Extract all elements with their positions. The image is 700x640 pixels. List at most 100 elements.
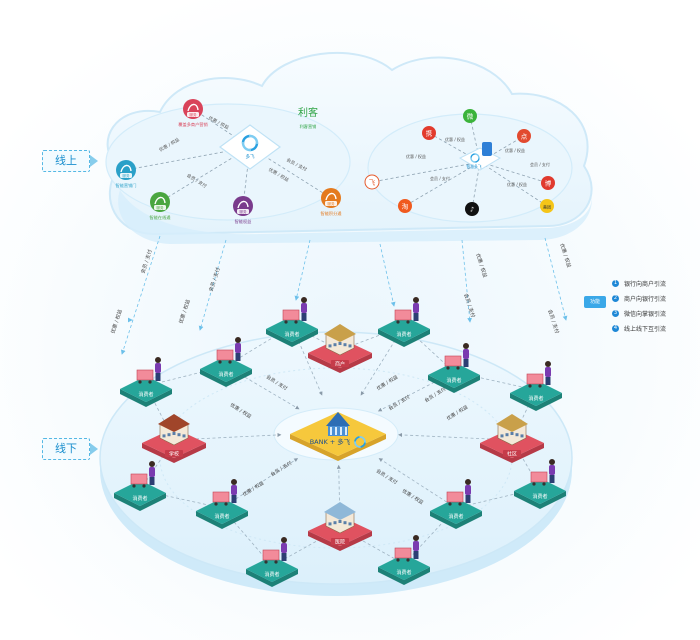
label-bg <box>331 538 349 545</box>
badge-bg <box>154 205 166 210</box>
consumer-node[interactable]: 消费者 <box>120 357 172 407</box>
platform-taobao[interactable]: 淘 <box>398 199 412 213</box>
tile-side <box>196 511 248 529</box>
cart-wheel <box>224 502 228 506</box>
consumer-node[interactable]: 消费者 <box>430 479 482 529</box>
platform-weibo[interactable]: 博 <box>541 176 555 190</box>
tile-side <box>480 443 544 463</box>
weibo-icon <box>541 176 555 190</box>
shopping-cart-icon <box>282 309 300 321</box>
consumer-node[interactable]: 消费者 <box>514 459 566 509</box>
window-icon <box>520 434 524 438</box>
offline-spoke-edge <box>221 458 299 509</box>
shopping-cart-icon <box>130 473 148 485</box>
brand-label: 利客 <box>298 106 318 119</box>
legend-bullet-icon: 4 <box>612 324 619 332</box>
venue-school[interactable]: 学校 <box>142 414 206 463</box>
dianping-glyph: 点 <box>521 133 528 141</box>
consumer-node[interactable]: 消费者 <box>378 297 430 347</box>
roof-icon <box>496 414 528 432</box>
venue-label: 社区 <box>507 451 517 458</box>
person-head-icon <box>413 297 419 303</box>
venue-label: 学校 <box>169 451 179 458</box>
cart-wheel <box>138 380 142 384</box>
cart-wheel <box>214 502 218 506</box>
consumer-label: 消费者 <box>214 513 229 520</box>
bank-center-node[interactable]: BANK + 多飞 <box>290 412 386 461</box>
shopping-cart-icon <box>446 491 464 503</box>
shopping-cart-icon <box>530 471 548 483</box>
service-badge: 服务 <box>327 201 335 206</box>
hub-label: 智慧多飞 <box>466 164 481 169</box>
tile-side <box>266 329 318 347</box>
venue-community[interactable]: 社区 <box>480 414 544 463</box>
legend-bullet-icon: 3 <box>612 309 619 317</box>
tile-side <box>120 389 172 407</box>
service-glyph-icon <box>325 192 337 201</box>
tile-top <box>120 376 172 402</box>
bank-column <box>335 427 337 435</box>
person-body-icon <box>155 363 161 373</box>
person-body-icon <box>231 485 237 495</box>
platform-ctrip[interactable]: 携 <box>422 126 436 140</box>
cart-wheel <box>458 502 462 506</box>
window-icon <box>172 432 176 435</box>
online-left-cluster: 多飞服务覆盖多商户营销服务智能营销门服务智能在线通服务智能权益服务智能积分通利客… <box>116 99 343 225</box>
consumer-node[interactable]: 消费者 <box>200 337 252 387</box>
platform-wechat[interactable]: 微 <box>463 109 477 123</box>
doufei-logo-icon <box>470 153 480 163</box>
window-icon <box>338 520 342 523</box>
online-left-hub[interactable]: 多飞 <box>218 124 282 170</box>
online-right-hub[interactable]: 智慧多飞 <box>458 142 502 171</box>
online-edge <box>404 161 481 207</box>
legend-label: 银行向商户引流 <box>624 280 667 288</box>
consumer-node[interactable]: 消费者 <box>246 537 298 587</box>
cross-flow-line <box>294 239 311 301</box>
person-body-icon <box>301 303 307 313</box>
cross-flow-line <box>461 239 473 323</box>
service-label: 覆盖多商户营销 <box>178 121 207 128</box>
consumer-node[interactable]: 消费者 <box>378 535 430 585</box>
person-legs-icon <box>465 495 471 503</box>
consumer-node[interactable]: 消费者 <box>428 343 480 393</box>
offline-spoke-edge <box>336 464 341 529</box>
shopping-cart-icon <box>136 369 154 381</box>
platform-feizhu[interactable]: 飞 <box>364 174 380 190</box>
window-icon <box>500 434 504 438</box>
platform-tiktok[interactable]: ♪ <box>465 202 479 216</box>
tile-side <box>246 569 298 587</box>
cart-wheel <box>218 360 222 364</box>
consumer-node[interactable]: 消费者 <box>114 461 166 511</box>
person-legs-icon <box>463 359 469 367</box>
doufei-arc <box>474 153 480 159</box>
consumer-node[interactable]: 消费者 <box>266 297 318 347</box>
badge-bg <box>237 209 249 214</box>
online-section-label: 线上 <box>55 154 77 167</box>
shopping-cart-icon <box>394 309 412 321</box>
platform-dianping[interactable]: 点 <box>517 129 531 143</box>
consumer-node[interactable]: 消费者 <box>510 361 562 411</box>
venue-merchant[interactable]: 商户 <box>308 324 372 373</box>
consumer-node[interactable]: 消费者 <box>196 479 248 529</box>
person-head-icon <box>281 537 287 543</box>
platform-meituan[interactable]: 美团 <box>540 199 554 213</box>
person-body-icon <box>465 485 471 495</box>
offline-section-label: 线下 <box>55 442 77 455</box>
weibo-glyph: 博 <box>545 179 552 188</box>
label-bg <box>165 450 183 457</box>
consumer-label: 消费者 <box>396 569 411 576</box>
online-edge <box>371 161 481 184</box>
window-icon <box>167 433 171 437</box>
doufei-logo-icon <box>241 134 259 152</box>
legend-button[interactable]: 功能 <box>584 296 606 308</box>
offline-disc <box>99 331 573 596</box>
person-head-icon <box>155 357 161 363</box>
venue-hospital[interactable]: 医院 <box>308 502 372 551</box>
